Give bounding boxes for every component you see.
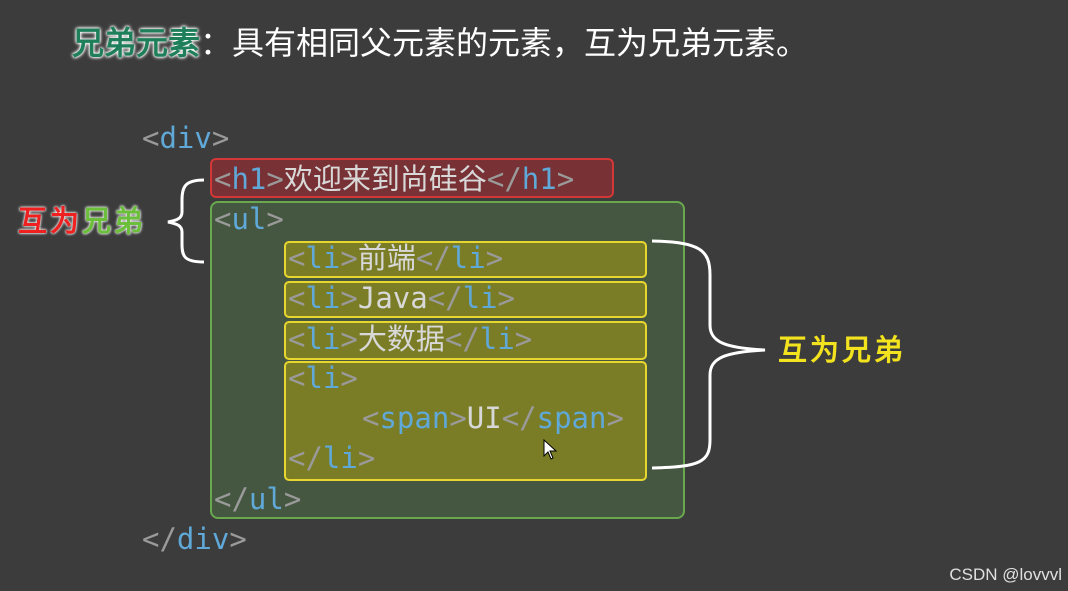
li3-highlight-box [284,321,647,360]
code-line-div-close: </div> [142,522,247,556]
mouse-cursor-icon [543,438,558,460]
code-line-li4-close: </li> [288,441,376,475]
page-title: 兄弟元素：具有相同父元素的元素，互为兄弟元素。 [72,18,808,68]
left-curly-brace [167,178,205,264]
code-line-span: <span>UI</span> [362,401,624,435]
li1-highlight-box [284,241,647,278]
watermark: CSDN @lovvvl [949,565,1062,584]
code-line-div-open: <div> [142,121,230,155]
code-line-li3: <li>大数据</li> [288,322,533,356]
li2-highlight-box [284,281,647,318]
code-line-h1: <h1>欢迎来到尚硅谷</h1> [214,162,575,196]
sibling-label-right: 互为兄弟 [778,333,907,367]
code-line-ul-open: <ul> [214,202,284,236]
code-line-li1: <li>前端</li> [288,241,504,275]
li4-highlight-box [284,361,647,481]
sibling-label-left: 互为兄弟 [18,204,147,238]
code-line-li2: <li>Java</li> [288,281,516,315]
code-line-li4-open: <li> [288,361,358,395]
h1-highlight-box [210,158,614,198]
title-term: 兄弟元素 [72,24,201,62]
right-curly-brace [651,239,766,470]
code-line-ul-close: </ul> [214,482,302,516]
title-rest: ：具有相同父元素的元素，互为兄弟元素。 [200,24,809,62]
